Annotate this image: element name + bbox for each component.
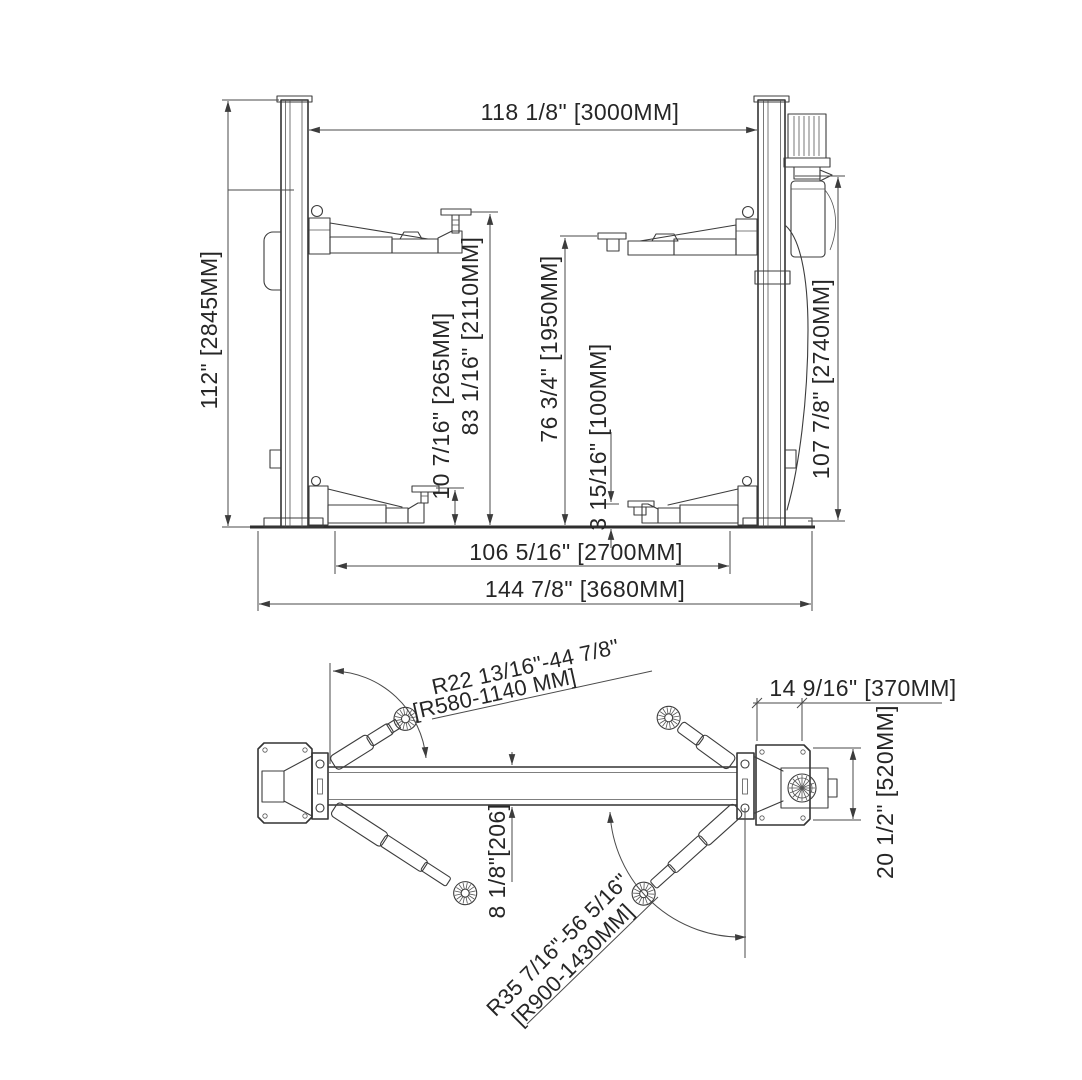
front-arm-leader: [431, 670, 653, 720]
arm-section-2: [385, 507, 409, 524]
flat-pad-stem: [606, 238, 620, 252]
front-elevation-view: 118 1/8" [3000MM] 112" [2845MM] 83 1/16"…: [196, 95, 845, 611]
plan-view: R22 13/16"-44 7/8" [R580-1140 MM] 14 9/1…: [257, 634, 956, 1031]
anchor-pocket: [261, 770, 285, 803]
arm-section-1: [673, 238, 737, 256]
flat-pad-plate: [627, 500, 655, 508]
floor-beam: [328, 766, 737, 806]
carriage: [308, 485, 329, 526]
left-column: [263, 95, 324, 528]
carriage: [308, 217, 331, 255]
flat-pad-plate: [597, 232, 627, 240]
flat-pad-stem: [633, 506, 647, 516]
hydraulic-hose: [824, 189, 836, 251]
arm-section-1: [679, 504, 739, 524]
oil-tank: [790, 180, 826, 258]
dim-overall-height-label: 112" [2845MM]: [196, 251, 222, 410]
arm-section-1: [329, 236, 393, 254]
dim-beam-width: 8 1/8"[206]: [484, 752, 516, 919]
stored-pad-adapter: [399, 231, 423, 240]
restraint-knob: [741, 205, 755, 219]
dim-beam-width-label: 8 1/8"[206]: [484, 804, 510, 919]
right-column: [742, 95, 813, 528]
dim-post-spacing: 118 1/8" [3000MM]: [309, 99, 757, 134]
restraint-knob: [741, 475, 753, 487]
base-plate-left: [257, 742, 313, 824]
right-column-base-plate: [742, 517, 813, 528]
dim-overall-height: 112" [2845MM]: [196, 99, 294, 528]
dim-min-pad-height: 10 7/16" [265MM]: [428, 312, 464, 525]
arm-section-1: [327, 504, 387, 524]
motor-fan: [787, 773, 817, 803]
arm-end-wedge: [407, 502, 425, 524]
arm-end-wedge: [437, 230, 463, 254]
motor-flange: [783, 157, 831, 168]
right-column-clip: [784, 449, 797, 469]
base-plate-right: [754, 744, 811, 826]
dim-inner-base-width: 106 5/16" [2700MM]: [334, 531, 731, 574]
dim-column-height: 107 7/8" [2740MM]: [795, 175, 845, 522]
lowered-arm-left: [308, 475, 440, 526]
dim-max-clearance: 76 3/4" [1950MM]: [536, 235, 597, 525]
left-column-clip: [269, 449, 282, 469]
screw-pad-stem: [420, 491, 429, 504]
screw-pad-handle: [440, 208, 472, 216]
dim-base-plate-depth: 20 1/2" [520MM]: [813, 705, 898, 879]
motor-junction-box: [827, 778, 838, 798]
dim-overall-width-label: 144 7/8" [3680MM]: [485, 576, 685, 602]
plan-motor: [780, 767, 838, 809]
swing-arm-rear-left: [330, 802, 482, 910]
arm-pad: [448, 876, 482, 910]
dim-max-lifting-height-label: 83 1/16" [2110MM]: [457, 237, 483, 436]
arm-pad: [652, 701, 686, 735]
rear-arm-leader: [526, 896, 659, 1025]
dim-front-arm-sweep: R22 13/16"-44 7/8" [R580-1140 MM]: [329, 634, 653, 764]
dim-column-height-label: 107 7/8" [2740MM]: [808, 279, 834, 479]
dim-base-plate-depth-label: 20 1/2" [520MM]: [872, 705, 898, 879]
restraint-knob: [310, 475, 322, 487]
carriage: [737, 485, 758, 526]
dim-max-clearance-label: 76 3/4" [1950MM]: [536, 255, 562, 442]
arm-section-2: [657, 507, 681, 524]
swing-arm-rear-right: [626, 803, 743, 911]
dim-post-spacing-label: 118 1/8" [3000MM]: [481, 99, 680, 125]
right-column-side-cover: [785, 225, 809, 511]
right-column-top-cap: [753, 95, 790, 103]
dim-max-lifting-height: 83 1/16" [2110MM]: [457, 211, 498, 525]
dim-overall-width: 144 7/8" [3680MM]: [257, 531, 813, 611]
left-column-top-cap: [276, 95, 313, 103]
restraint-knob: [310, 204, 324, 218]
arm-end-wedge: [641, 503, 659, 524]
column-section-left: [311, 752, 329, 820]
dim-lowered-pad-height-label: 3 15/16" [100MM]: [585, 343, 611, 530]
raised-arm-left: [308, 204, 472, 255]
arm-section-2: [391, 238, 439, 254]
pump-coupling: [793, 166, 821, 180]
right-column-collar: [754, 270, 791, 285]
dim-min-pad-height-label: 10 7/16" [265MM]: [428, 312, 454, 499]
swing-arm-front-right: [652, 701, 736, 770]
raised-arm-right: [597, 205, 758, 256]
power-unit: [783, 113, 836, 258]
carriage: [735, 218, 758, 256]
arm-pivot-bolt: [740, 759, 750, 769]
swing-arm-front-left: [330, 702, 422, 770]
arm-pivot-bolt: [315, 759, 325, 769]
lowered-arm-right: [627, 475, 758, 526]
arm-pivot-bolt: [315, 803, 325, 813]
dim-base-plate-width-label: 14 9/16" [370MM]: [769, 675, 956, 701]
dim-base-plate-width: 14 9/16" [370MM]: [751, 675, 956, 741]
stored-pad-adapter: [651, 233, 679, 242]
screw-pad-stem: [451, 214, 460, 234]
left-column-side-cover: [263, 231, 282, 291]
arm-section-2: [627, 240, 675, 256]
left-column-base-plate: [263, 517, 324, 528]
dim-lowered-pad-height: 3 15/16" [100MM]: [585, 343, 619, 548]
dim-inner-base-width-label: 106 5/16" [2700MM]: [469, 539, 683, 565]
